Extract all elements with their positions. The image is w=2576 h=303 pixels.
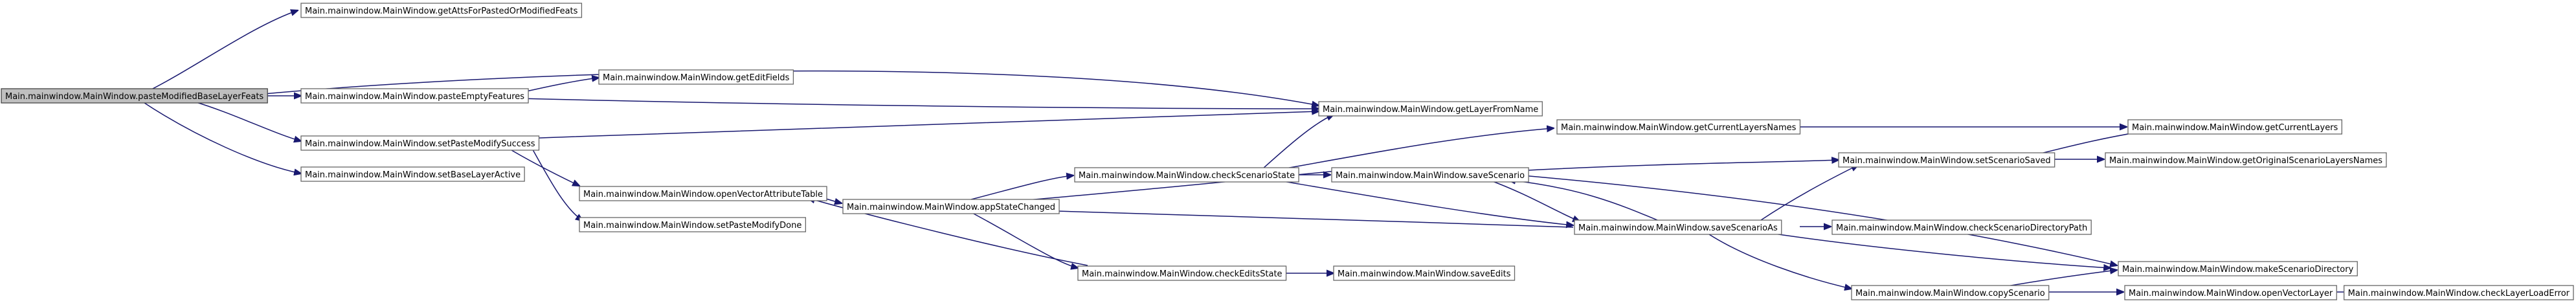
node-label: Main.mainwindow.MainWindow.openVectorAtt… [583,190,823,199]
nodes: Main.mainwindow.MainWindow.pasteModified… [1,3,2574,300]
edge-saveAs-setScenarioSaved [1760,165,1858,221]
node-label: Main.mainwindow.MainWindow.pasteModified… [5,92,263,102]
edge-pasteEmpty-getEditFields [517,78,599,94]
edges [142,10,2373,292]
edge-saveAs-appStateChanged [972,208,1574,228]
edge-checkScenario-getLayerFromName [1262,115,1334,170]
node-checkScenarioDirectoryPath[interactable]: Main.mainwindow.MainWindow.checkScenario… [1831,219,2092,235]
node-label: Main.mainwindow.MainWindow.openVectorLay… [2129,289,2333,298]
edge-saveScenario-setScenarioSaved [1514,160,1839,172]
node-label: Main.mainwindow.MainWindow.getOriginalSc… [2109,156,2382,166]
node-label: Main.mainwindow.MainWindow.getLayerFromN… [1323,105,1538,115]
edge-saveAs-saveScenario [1508,180,1658,221]
node-label: Main.mainwindow.MainWindow.saveScenarioA… [1578,223,1778,233]
node-setScenarioSaved[interactable]: Main.mainwindow.MainWindow.setScenarioSa… [1838,152,2055,168]
edge-pasteEmpty-getLayerFromName [517,98,1319,109]
node-label: Main.mainwindow.MainWindow.setPasteModif… [305,139,535,149]
edge-setPaste-getLayerFromName [522,111,1319,139]
node-label: Main.mainwindow.MainWindow.makeScenarioD… [2122,265,2354,275]
node-openVectorLayer[interactable]: Main.mainwindow.MainWindow.openVectorLay… [2124,285,2337,300]
node-getCurrentLayersNames[interactable]: Main.mainwindow.MainWindow.getCurrentLay… [1556,119,1801,135]
edge-checkScenario-saveScenarioAs [1275,179,1573,225]
node-label: Main.mainwindow.MainWindow.setPasteModif… [583,221,801,230]
node-saveScenarioAs[interactable]: Main.mainwindow.MainWindow.saveScenarioA… [1574,219,1782,235]
node-label: Main.mainwindow.MainWindow.getAttsForPas… [305,6,578,16]
node-checkEditsState[interactable]: Main.mainwindow.MainWindow.checkEditsSta… [1077,265,1287,281]
edge-checkScenario-getCurrentLayersNames [1278,128,1554,170]
node-makeScenarioDirectory[interactable]: Main.mainwindow.MainWindow.makeScenarioD… [2118,261,2358,276]
edge-setPaste-openVectorAttributeTable [504,146,579,186]
node-pasteEmptyFeatures[interactable]: Main.mainwindow.MainWindow.pasteEmptyFea… [300,88,529,104]
node-openVectorAttributeTable[interactable]: Main.mainwindow.MainWindow.openVectorAtt… [579,186,827,201]
node-getOriginalScenarioLayersNames[interactable]: Main.mainwindow.MainWindow.getOriginalSc… [2105,152,2387,168]
node-label: Main.mainwindow.MainWindow.copyScenario [1855,289,2045,298]
node-label: Main.mainwindow.MainWindow.checkEditsSta… [1082,269,1282,279]
edge-saveScenario-saveScenarioAs [1488,179,1580,221]
node-label: Main.mainwindow.MainWindow.checkScenario… [1836,223,2087,233]
node-label: Main.mainwindow.MainWindow.setBaseLayerA… [305,170,521,180]
edge-appState-checkScenarioState [970,175,1073,200]
node-label: Main.mainwindow.MainWindow.saveEdits [1338,269,1511,279]
node-setPasteModifyDone[interactable]: Main.mainwindow.MainWindow.setPasteModif… [579,217,807,232]
edge-setPaste-setPasteModifyDone [530,146,583,221]
node-setBaseLayerActive[interactable]: Main.mainwindow.MainWindow.setBaseLayerA… [300,166,525,182]
edge-saveAs-copyScenario [1708,234,1852,289]
node-copyScenario[interactable]: Main.mainwindow.MainWindow.copyScenario [1851,285,2050,300]
node-label: Main.mainwindow.MainWindow.saveScenario [1336,171,1525,181]
edge-copyScenario-makeScenarioDirectory [2006,270,2117,287]
node-setPasteModifySuccess[interactable]: Main.mainwindow.MainWindow.setPasteModif… [300,135,540,151]
node-getCurrentLayers[interactable]: Main.mainwindow.MainWindow.getCurrentLay… [2127,119,2342,135]
node-label: Main.mainwindow.MainWindow.pasteEmptyFea… [305,92,524,102]
node-getLayerFromName[interactable]: Main.mainwindow.MainWindow.getLayerFromN… [1318,101,1543,117]
node-label: Main.mainwindow.MainWindow.getCurrentLay… [1561,123,1797,133]
edge-root-getAtts [148,10,298,91]
node-getEditFields[interactable]: Main.mainwindow.MainWindow.getEditFields [598,69,794,85]
edge-root-setBaseLayerActive [142,101,301,174]
node-getAttsForPastedOrModifiedFeats[interactable]: Main.mainwindow.MainWindow.getAttsForPas… [300,3,583,18]
node-label: Main.mainwindow.MainWindow.checkLayerLoa… [2348,289,2570,298]
node-label: Main.mainwindow.MainWindow.checkScenario… [1079,171,1295,181]
node-saveScenario[interactable]: Main.mainwindow.MainWindow.saveScenario [1331,167,1529,183]
node-pasteModifiedBaseLayerFeats[interactable]: Main.mainwindow.MainWindow.pasteModified… [1,88,268,104]
node-checkScenarioState[interactable]: Main.mainwindow.MainWindow.checkScenario… [1074,167,1299,183]
node-checkLayerLoadError[interactable]: Main.mainwindow.MainWindow.checkLayerLoa… [2344,285,2574,300]
edge-checkEdits-openVAT [808,198,1088,266]
node-label: Main.mainwindow.MainWindow.appStateChang… [847,203,1055,212]
node-label: Main.mainwindow.MainWindow.setScenarioSa… [1842,156,2051,166]
node-saveEdits[interactable]: Main.mainwindow.MainWindow.saveEdits [1333,265,1516,281]
node-appStateChanged[interactable]: Main.mainwindow.MainWindow.appStateChang… [842,199,1060,214]
node-label: Main.mainwindow.MainWindow.getEditFields [603,73,790,83]
edge-appState-checkEditsState [970,212,1078,268]
edge-root-setPasteModifySuccess [194,101,301,141]
node-label: Main.mainwindow.MainWindow.getCurrentLay… [2132,123,2338,133]
edge-saveAs-makeScenarioDirectory [1760,231,2111,268]
